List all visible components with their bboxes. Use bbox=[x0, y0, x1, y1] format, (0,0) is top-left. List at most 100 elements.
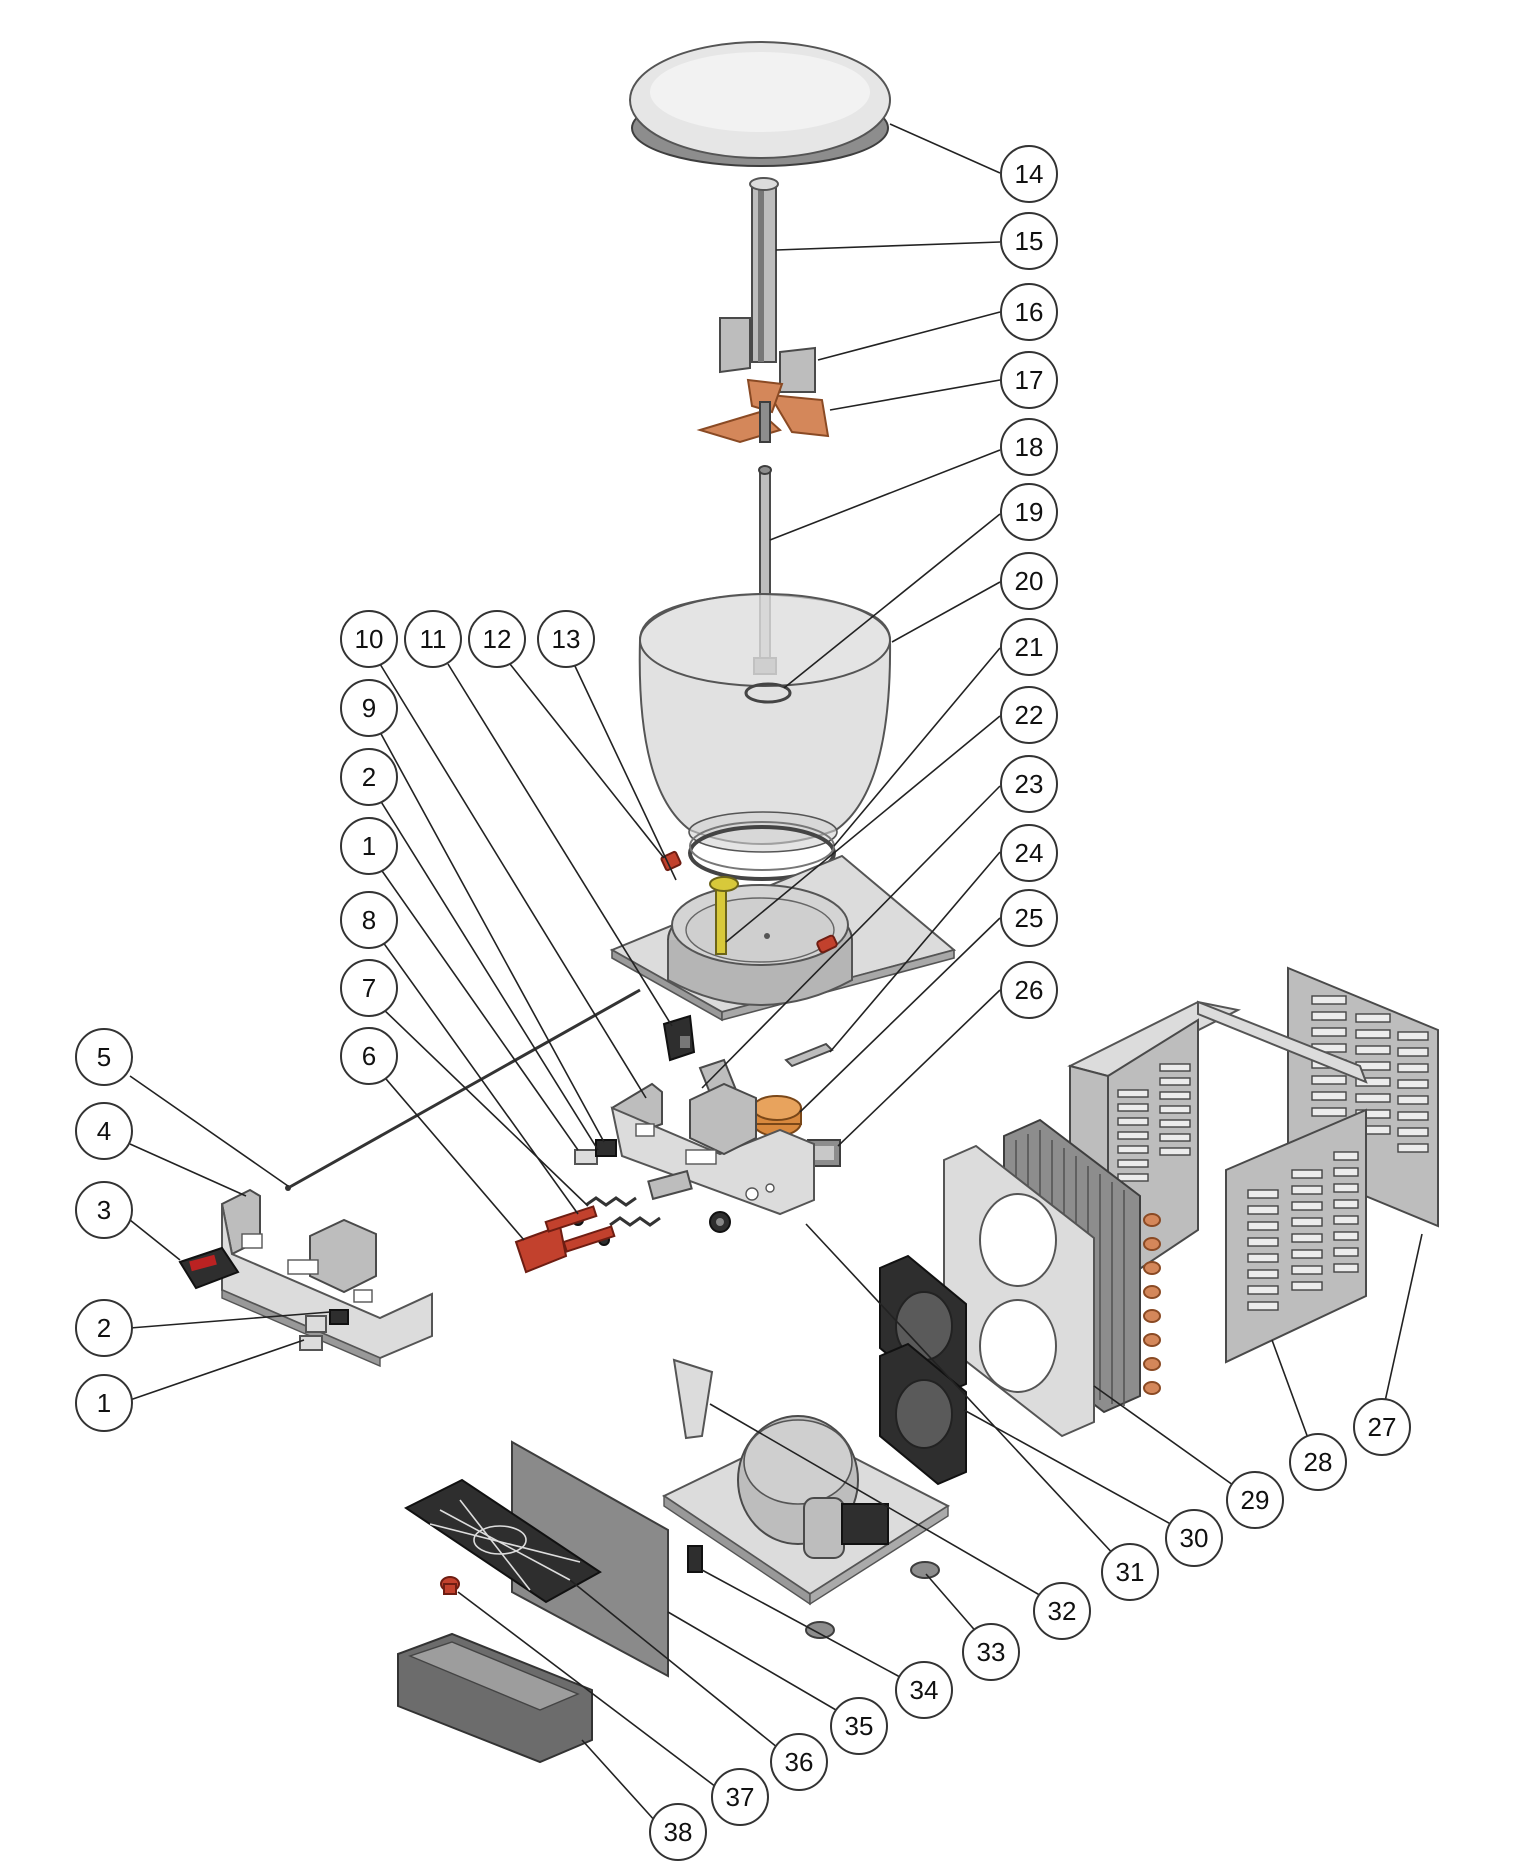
louver-rows-frame bbox=[1117, 1063, 1191, 1182]
svg-text:27: 27 bbox=[1368, 1412, 1397, 1442]
svg-text:36: 36 bbox=[785, 1747, 814, 1777]
leader-31 bbox=[805, 1223, 1131, 1573]
leader-30 bbox=[963, 1409, 1197, 1539]
leader-8 bbox=[379, 937, 579, 1215]
leader-37 bbox=[457, 1591, 721, 1791]
svg-text:35: 35 bbox=[845, 1711, 874, 1741]
leader-2a bbox=[379, 799, 599, 1151]
callout-2-upper: 2 bbox=[340, 748, 398, 806]
part-red-lever bbox=[514, 1205, 616, 1274]
callout-1-lower: 1 bbox=[75, 1374, 133, 1432]
callout-30: 30 bbox=[1165, 1509, 1223, 1567]
leader-7 bbox=[379, 1005, 589, 1207]
louver-rows-27 bbox=[1311, 995, 1429, 1153]
leader-11 bbox=[447, 663, 673, 1027]
callout-20: 20 bbox=[1000, 552, 1058, 610]
part-evaporator-plate bbox=[609, 854, 957, 1022]
callout-7: 7 bbox=[340, 959, 398, 1017]
part-front-switches bbox=[299, 1309, 349, 1351]
part-side-louver-panel bbox=[1225, 1108, 1367, 1364]
svg-text:30: 30 bbox=[1180, 1523, 1209, 1553]
part-compressor-feet bbox=[687, 1545, 940, 1639]
callout-28: 28 bbox=[1289, 1433, 1347, 1491]
callout-23: 23 bbox=[1000, 755, 1058, 813]
leader-35 bbox=[667, 1611, 861, 1725]
leader-16 bbox=[817, 311, 1001, 361]
callout-15: 15 bbox=[1000, 212, 1058, 270]
svg-text:25: 25 bbox=[1015, 903, 1044, 933]
leader-34 bbox=[701, 1569, 925, 1691]
callout-16: 16 bbox=[1000, 283, 1058, 341]
svg-text:31: 31 bbox=[1116, 1557, 1145, 1587]
svg-text:22: 22 bbox=[1015, 700, 1044, 730]
leader-21 bbox=[833, 647, 1001, 847]
louver-rows-28 bbox=[1247, 1151, 1359, 1311]
svg-text:2: 2 bbox=[97, 1313, 111, 1343]
svg-text:3: 3 bbox=[97, 1195, 111, 1225]
callout-29: 29 bbox=[1226, 1471, 1284, 1529]
callout-36: 36 bbox=[770, 1733, 828, 1791]
leader-1b bbox=[129, 1339, 305, 1401]
part-small-hardware bbox=[572, 1139, 731, 1246]
leader-9 bbox=[379, 731, 605, 1143]
part-motor-cap bbox=[752, 1095, 802, 1137]
leader-10 bbox=[379, 663, 647, 1099]
leader-20 bbox=[891, 581, 1001, 643]
leader-4 bbox=[129, 1143, 247, 1197]
part-small-foot bbox=[440, 1576, 460, 1595]
callout-34: 34 bbox=[895, 1661, 953, 1719]
callout-11: 11 bbox=[404, 610, 462, 668]
callout-4: 4 bbox=[75, 1102, 133, 1160]
part-strip bbox=[784, 1042, 834, 1068]
callout-12: 12 bbox=[468, 610, 526, 668]
leader-3 bbox=[129, 1219, 181, 1261]
svg-text:1: 1 bbox=[97, 1388, 111, 1418]
callout-37: 37 bbox=[711, 1768, 769, 1826]
leader-29 bbox=[1093, 1385, 1255, 1501]
leader-2b bbox=[129, 1311, 331, 1329]
svg-text:32: 32 bbox=[1048, 1596, 1077, 1626]
callout-27: 27 bbox=[1353, 1398, 1411, 1456]
svg-text:10: 10 bbox=[355, 624, 384, 654]
callout-17: 17 bbox=[1000, 351, 1058, 409]
callout-6: 6 bbox=[340, 1027, 398, 1085]
leader-38 bbox=[581, 1739, 657, 1823]
svg-text:20: 20 bbox=[1015, 566, 1044, 596]
leader-22 bbox=[725, 715, 1001, 943]
svg-text:24: 24 bbox=[1015, 838, 1044, 868]
callout-5: 5 bbox=[75, 1028, 133, 1086]
callout-9: 9 bbox=[340, 679, 398, 737]
leader-17 bbox=[829, 379, 1001, 411]
svg-text:28: 28 bbox=[1304, 1447, 1333, 1477]
svg-text:17: 17 bbox=[1015, 365, 1044, 395]
leader-5 bbox=[129, 1075, 289, 1187]
leader-14 bbox=[889, 123, 1001, 174]
svg-text:23: 23 bbox=[1015, 769, 1044, 799]
part-drip-grate bbox=[404, 1478, 602, 1604]
part-compressor bbox=[737, 1415, 889, 1559]
part-auger bbox=[696, 378, 830, 444]
svg-text:29: 29 bbox=[1241, 1485, 1270, 1515]
leader-32 bbox=[709, 1403, 1063, 1609]
leader-6 bbox=[379, 1071, 525, 1241]
callout-25: 25 bbox=[1000, 889, 1058, 947]
callout-14: 14 bbox=[1000, 145, 1058, 203]
svg-text:19: 19 bbox=[1015, 497, 1044, 527]
leader-24 bbox=[829, 851, 1001, 1053]
leader-12 bbox=[509, 663, 665, 859]
callout-21: 21 bbox=[1000, 618, 1058, 676]
callout-26: 26 bbox=[1000, 961, 1058, 1019]
part-shaft-assembly bbox=[749, 177, 779, 363]
callout-24: 24 bbox=[1000, 824, 1058, 882]
part-scraper-blades bbox=[719, 317, 816, 393]
callout-35: 35 bbox=[830, 1697, 888, 1755]
svg-text:5: 5 bbox=[97, 1042, 111, 1072]
leader-27 bbox=[1379, 1233, 1423, 1425]
callout-10: 10 bbox=[340, 610, 398, 668]
svg-text:34: 34 bbox=[910, 1675, 939, 1705]
leader-18 bbox=[769, 449, 1001, 541]
leader-36 bbox=[569, 1579, 789, 1757]
condenser-coils bbox=[1143, 1213, 1161, 1395]
callout-13: 13 bbox=[537, 610, 595, 668]
leader-1a bbox=[379, 867, 579, 1151]
